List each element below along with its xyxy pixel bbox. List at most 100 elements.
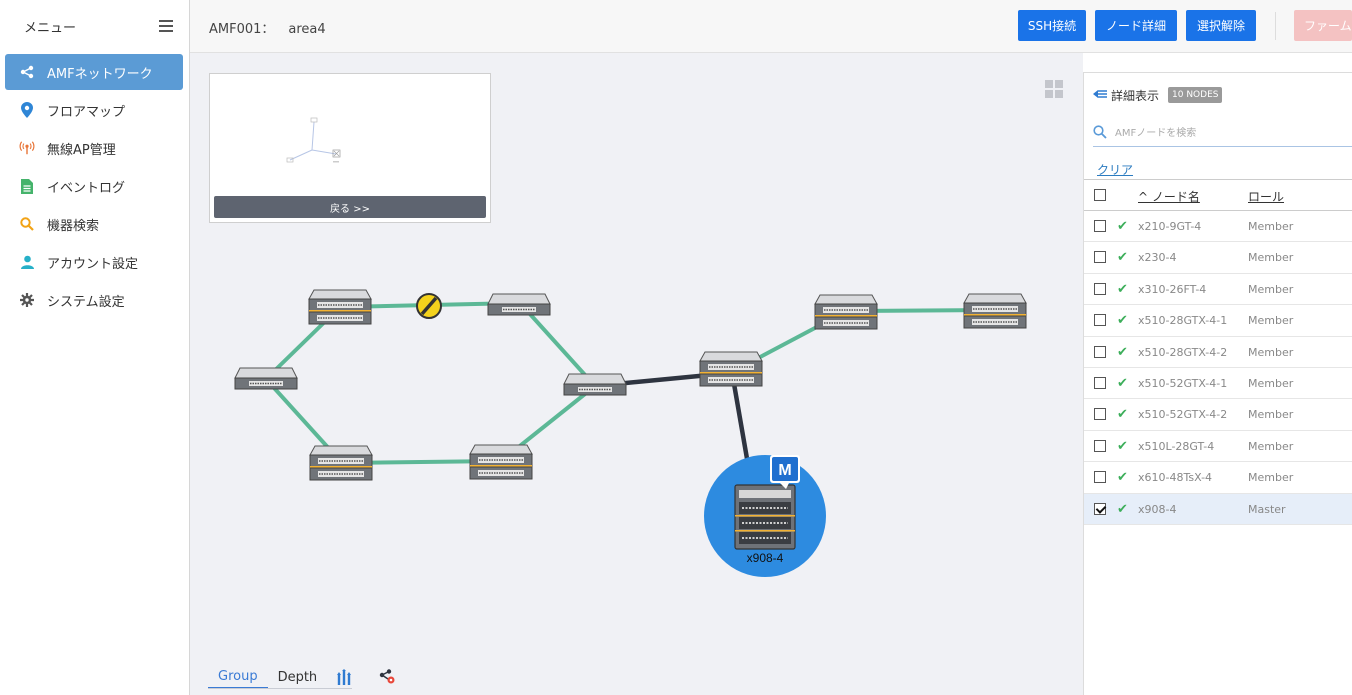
tabs-underline bbox=[208, 688, 352, 689]
node-switch-7[interactable] bbox=[699, 351, 763, 387]
row-checkbox[interactable] bbox=[1094, 251, 1106, 264]
panel-title: 詳細表示 bbox=[1111, 88, 1160, 103]
sidebar-item-device-search[interactable]: 機器検索 bbox=[5, 206, 183, 242]
node-switch-9[interactable] bbox=[963, 293, 1027, 329]
column-node-name[interactable]: ^ ノード名 bbox=[1138, 190, 1200, 204]
area-name: area4 bbox=[288, 22, 326, 37]
sidebar-item-label: 機器検索 bbox=[47, 218, 100, 234]
check-icon: ✔ bbox=[1117, 281, 1128, 297]
row-checkbox[interactable] bbox=[1094, 345, 1106, 358]
node-name: x510-28GTX-4-1 bbox=[1138, 314, 1228, 328]
bar-chart-icon[interactable] bbox=[327, 665, 361, 689]
gear-icon bbox=[19, 292, 35, 308]
node-role: Member bbox=[1248, 220, 1294, 233]
select-all-checkbox[interactable] bbox=[1094, 189, 1106, 201]
node-switch-2[interactable] bbox=[487, 293, 551, 316]
node-switch-3[interactable] bbox=[234, 367, 298, 390]
check-icon: ✔ bbox=[1117, 501, 1128, 517]
node-switch-6[interactable] bbox=[469, 444, 533, 480]
search-icon bbox=[1093, 124, 1107, 139]
check-icon: ✔ bbox=[1117, 219, 1128, 234]
share-icon bbox=[19, 64, 35, 80]
check-icon: ✔ bbox=[1117, 470, 1128, 486]
tab-group[interactable]: Group bbox=[208, 665, 268, 689]
deselect-button[interactable]: 選択解除 bbox=[1186, 10, 1256, 41]
hamburger-icon[interactable] bbox=[159, 20, 173, 32]
area-id: AMF001： bbox=[209, 22, 275, 37]
node-detail-button[interactable]: ノード詳細 bbox=[1095, 10, 1177, 41]
network-canvas[interactable]: 戻る >> bbox=[190, 53, 1083, 695]
node-role: Member bbox=[1248, 314, 1294, 328]
sidebar-item-label: イベントログ bbox=[47, 180, 126, 196]
check-icon: ✔ bbox=[1117, 250, 1128, 266]
master-badge: M bbox=[778, 462, 791, 479]
table-row[interactable]: ✔ x510-28GTX-4-1 Member bbox=[1084, 305, 1352, 337]
check-icon: ✔ bbox=[1117, 375, 1128, 391]
node-name: x310-26FT-4 bbox=[1138, 282, 1207, 296]
firmware-button[interactable]: ファーム bbox=[1294, 10, 1352, 41]
topology-settings-icon[interactable] bbox=[369, 665, 407, 689]
master-node-label: x908-4 bbox=[747, 551, 784, 565]
row-checkbox[interactable] bbox=[1094, 439, 1106, 452]
sidebar-item-amf-network[interactable]: AMFネットワーク bbox=[5, 54, 183, 90]
check-icon: ✔ bbox=[1117, 313, 1128, 329]
node-switch-1[interactable] bbox=[308, 289, 372, 325]
node-switch-8[interactable] bbox=[814, 294, 878, 330]
minimap[interactable]: 戻る >> bbox=[209, 73, 491, 223]
master-node[interactable]: x908-4 bbox=[704, 455, 826, 577]
node-name: x510-52GTX-4-1 bbox=[1138, 376, 1228, 390]
sidebar-item-label: フロアマップ bbox=[47, 104, 126, 120]
ssh-button[interactable]: SSH接続 bbox=[1018, 10, 1086, 41]
check-icon: ✔ bbox=[1117, 438, 1128, 454]
collapse-arrow-icon[interactable] bbox=[1093, 88, 1107, 103]
blocked-link-icon[interactable] bbox=[416, 293, 442, 319]
back-button[interactable]: 戻る >> bbox=[214, 196, 486, 218]
grid-view-icon[interactable] bbox=[1045, 80, 1063, 98]
row-checkbox[interactable] bbox=[1094, 502, 1106, 515]
row-checkbox[interactable] bbox=[1094, 220, 1106, 232]
clear-link[interactable]: クリア bbox=[1097, 163, 1134, 177]
row-checkbox[interactable] bbox=[1094, 408, 1106, 421]
node-name: x230-4 bbox=[1138, 251, 1177, 265]
sidebar-item-account-settings[interactable]: アカウント設定 bbox=[5, 244, 183, 280]
node-role: Master bbox=[1248, 502, 1286, 516]
sidebar-item-floor-map[interactable]: フロアマップ bbox=[5, 92, 183, 128]
topology-graph: x908-4 M bbox=[234, 289, 1027, 577]
toolbar-divider bbox=[1275, 12, 1276, 40]
document-icon bbox=[19, 178, 35, 194]
sidebar-item-label: AMFネットワーク bbox=[47, 66, 153, 82]
node-role: Member bbox=[1248, 408, 1294, 422]
node-search-input[interactable]: AMFノードを検索 bbox=[1093, 117, 1352, 147]
tab-depth[interactable]: Depth bbox=[277, 669, 318, 685]
sidebar-item-label: 無線AP管理 bbox=[47, 142, 116, 158]
sidebar-item-label: アカウント設定 bbox=[47, 256, 139, 272]
node-name: x210-9GT-4 bbox=[1138, 220, 1202, 233]
map-pin-icon bbox=[19, 102, 35, 118]
node-name: x510-52GTX-4-2 bbox=[1138, 408, 1228, 422]
node-name: x610-48TsX-4 bbox=[1138, 471, 1213, 485]
column-role[interactable]: ロール bbox=[1248, 190, 1285, 204]
sidebar-item-system-settings[interactable]: システム設定 bbox=[5, 282, 183, 318]
node-switch-4[interactable] bbox=[563, 373, 627, 396]
node-role: Member bbox=[1248, 439, 1294, 453]
sidebar-title: メニュー bbox=[24, 20, 77, 36]
row-checkbox[interactable] bbox=[1094, 282, 1106, 295]
row-checkbox[interactable] bbox=[1094, 314, 1106, 327]
node-list-panel: 詳細表示 10 NODES AMFノードを検索 クリア ^ ノード名 ロール ✔… bbox=[1083, 72, 1352, 695]
sidebar-item-event-log[interactable]: イベントログ bbox=[5, 168, 183, 204]
sidebar-header: メニュー bbox=[0, 0, 189, 52]
row-checkbox[interactable] bbox=[1094, 376, 1106, 389]
sidebar-item-wireless-ap[interactable]: 無線AP管理 bbox=[5, 130, 183, 166]
row-checkbox[interactable] bbox=[1094, 471, 1106, 484]
table-row[interactable]: ✔ x210-9GT-4 Member bbox=[1084, 211, 1352, 243]
network-links bbox=[264, 301, 996, 500]
node-switch-5[interactable] bbox=[309, 445, 373, 481]
